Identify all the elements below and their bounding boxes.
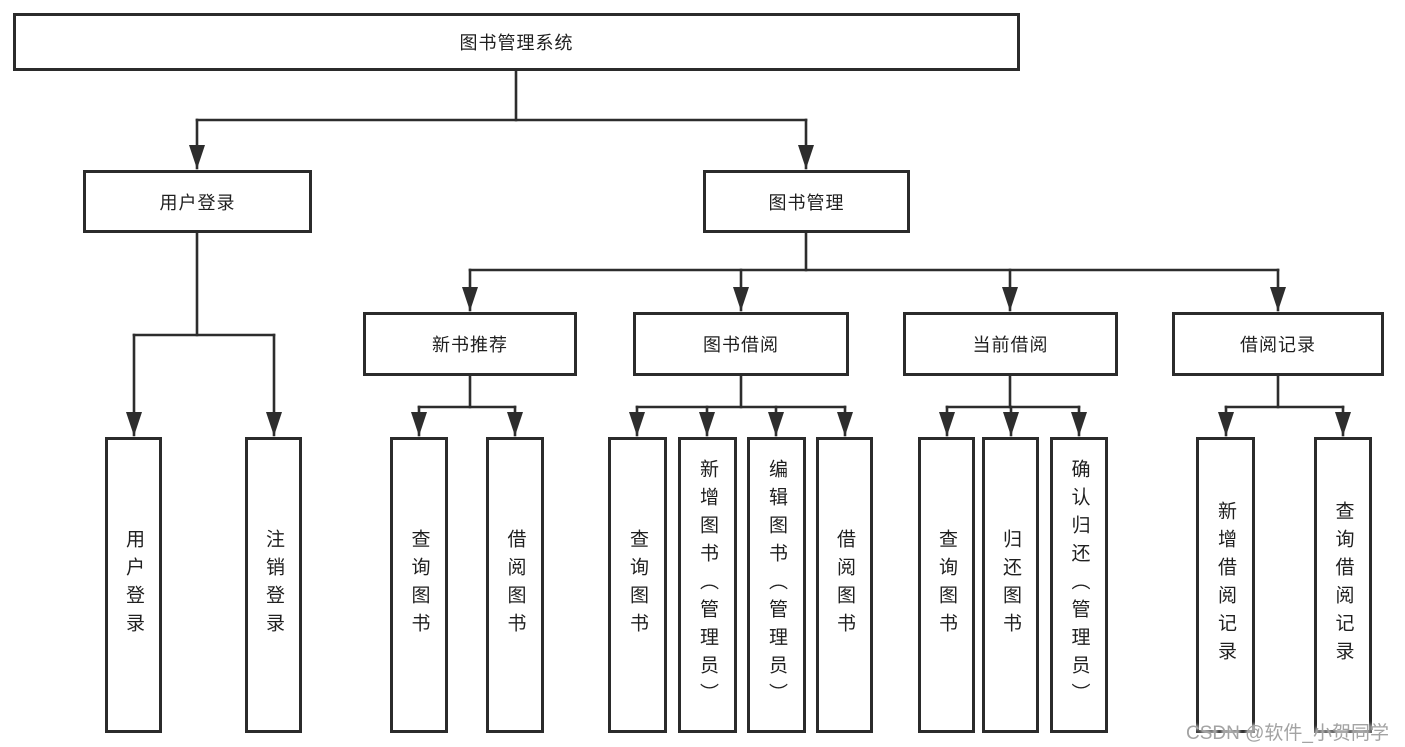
leaf-edit-books-admin: 编辑图书（管理员） bbox=[747, 437, 806, 733]
leaf-query-books-current: 查询图书 bbox=[918, 437, 975, 733]
node-book-borrow: 图书借阅 bbox=[633, 312, 849, 376]
leaf-borrow-books-recommend: 借阅图书 bbox=[486, 437, 544, 733]
node-current-borrow-label: 当前借阅 bbox=[972, 335, 1049, 355]
node-user-login-label: 用户登录 bbox=[159, 192, 236, 213]
leaf-add-borrow-record: 新增借阅记录 bbox=[1196, 437, 1255, 733]
node-book-management-label: 图书管理 bbox=[768, 192, 845, 213]
node-book-borrow-label: 图书借阅 bbox=[703, 335, 779, 355]
leaf-borrow-books-borrow: 借阅图书 bbox=[816, 437, 873, 733]
leaf-return-books: 归还图书 bbox=[982, 437, 1039, 733]
node-new-book-recommend-label: 新书推荐 bbox=[432, 335, 508, 355]
leaf-query-books-borrow: 查询图书 bbox=[608, 437, 667, 733]
leaf-logout: 注销登录 bbox=[245, 437, 302, 733]
leaf-label: 查询图书 bbox=[627, 529, 648, 641]
leaf-label: 查询借阅记录 bbox=[1332, 501, 1354, 669]
leaf-user-login: 用户登录 bbox=[105, 437, 162, 733]
leaf-label: 确认归还（管理员） bbox=[1068, 459, 1090, 711]
csdn-watermark: CSDN @软件_小贺同学 bbox=[1186, 723, 1389, 744]
node-root: 图书管理系统 bbox=[13, 13, 1020, 71]
leaf-confirm-return-admin: 确认归还（管理员） bbox=[1050, 437, 1108, 733]
leaf-label: 用户登录 bbox=[123, 529, 144, 641]
leaf-label: 查询图书 bbox=[936, 529, 957, 641]
leaf-label: 借阅图书 bbox=[504, 529, 526, 641]
leaf-label: 查询图书 bbox=[408, 529, 430, 641]
leaf-query-books-recommend: 查询图书 bbox=[390, 437, 448, 733]
node-borrow-records: 借阅记录 bbox=[1172, 312, 1384, 376]
node-root-label: 图书管理系统 bbox=[459, 33, 574, 53]
node-new-book-recommend: 新书推荐 bbox=[363, 312, 577, 376]
node-book-management: 图书管理 bbox=[703, 170, 910, 233]
node-user-login: 用户登录 bbox=[83, 170, 312, 233]
leaf-add-books-admin: 新增图书（管理员） bbox=[678, 437, 737, 733]
leaf-label: 编辑图书（管理员） bbox=[766, 459, 787, 711]
leaf-label: 归还图书 bbox=[1000, 529, 1021, 641]
leaf-label: 注销登录 bbox=[263, 529, 284, 641]
leaf-label: 新增借阅记录 bbox=[1215, 501, 1236, 669]
leaf-label: 借阅图书 bbox=[834, 529, 855, 641]
leaf-query-borrow-record: 查询借阅记录 bbox=[1314, 437, 1372, 733]
node-current-borrow: 当前借阅 bbox=[903, 312, 1118, 376]
leaf-label: 新增图书（管理员） bbox=[697, 459, 718, 711]
node-borrow-records-label: 借阅记录 bbox=[1240, 335, 1316, 355]
